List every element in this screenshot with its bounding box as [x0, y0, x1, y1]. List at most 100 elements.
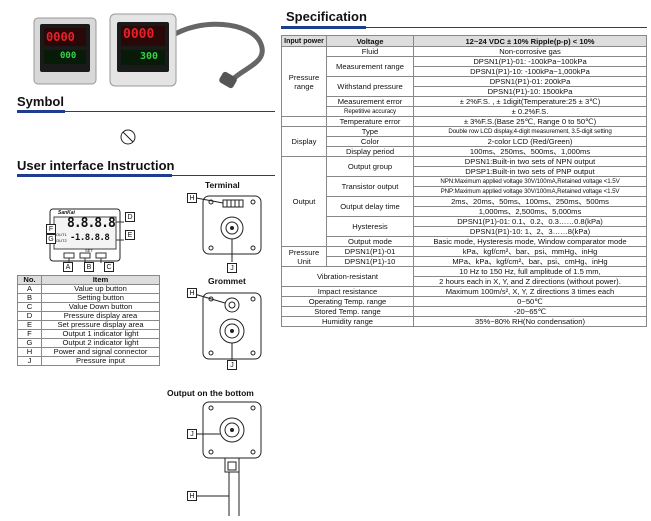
spec-value: Non-corrosive gas — [413, 46, 647, 57]
spec-header-input-power: Input power — [281, 35, 327, 47]
spec-value: DPSN1(P1)-10: 1500kPa — [413, 86, 647, 97]
item-name: Pressure input — [41, 356, 160, 366]
spec-label: Display period — [326, 146, 414, 157]
callout-b: B — [84, 262, 94, 272]
callout-h-grommet: H — [187, 288, 197, 298]
user-interface-heading: User interface Instruction — [17, 158, 175, 173]
callout-h-bottom: H — [187, 491, 197, 501]
table-row: Humidity range 35%~80% RH(No condensatio… — [281, 316, 647, 327]
spec-value: DPSN1:Built-in two sets of NPN output — [413, 156, 647, 167]
callout-f: F — [46, 224, 56, 234]
spec-label: Humidity range — [281, 316, 414, 327]
spec-value: Basic mode, Hysteresis mode, Window comp… — [413, 236, 647, 247]
spec-label: DPSN1(P1)-01 — [326, 246, 414, 257]
specification-heading: Specification — [286, 9, 367, 24]
product-photo — [33, 13, 265, 89]
photo-left-bottom-digits: 000 — [60, 51, 77, 61]
spec-label: Vibration-resistant — [281, 266, 414, 287]
table-row: Repetitive accuracy ± 0.2%F.S. — [282, 106, 647, 117]
grommet-heading: Grommet — [208, 276, 246, 286]
heading-rule — [366, 27, 647, 28]
heading-rule — [65, 111, 275, 112]
spec-label: Temperature error — [326, 116, 414, 127]
table-row: Withstand pressure DPSN1(P1)-01: 200kPa — [282, 76, 647, 97]
spec-value: Maximum 100m/s², X, Y, Z directions 3 ti… — [413, 286, 647, 297]
heading-underline — [17, 110, 65, 113]
output-bottom-heading: Output on the bottom — [167, 388, 254, 398]
photo-right-bottom-digits: 300 — [140, 51, 159, 62]
spec-label: Operating Temp. range — [281, 296, 414, 307]
spec-value: 2ms、20ms、50ms、100ms、250ms、500ms — [413, 196, 647, 207]
table-row: Output delay time 2ms、20ms、50ms、100ms、25… — [282, 196, 647, 217]
spec-value: DPSN1(P1)-01: 200kPa — [413, 76, 647, 87]
callout-j-terminal: J — [227, 263, 237, 273]
heading-underline — [281, 26, 366, 29]
callout-h-terminal: H — [187, 193, 197, 203]
callout-c: C — [104, 262, 114, 272]
photo-right-top-digits: 0000 — [123, 27, 155, 42]
photo-left-top-digits: 0000 — [46, 30, 75, 44]
spec-label: Output delay time — [326, 196, 414, 217]
grommet-diagram — [190, 292, 262, 363]
callout-j-bottom: J — [187, 429, 197, 439]
spec-label: Type — [326, 126, 414, 137]
spec-value: -20~65℃ — [413, 306, 647, 317]
heading-underline — [17, 174, 172, 177]
front-panel-diagram — [49, 208, 124, 263]
spec-group-display: Display — [281, 126, 327, 157]
spec-header-voltage: Voltage — [326, 35, 414, 47]
table-row: DPSN1(P1)-10 MPa、kPa、kgf/cm²、bar、psi、cmH… — [282, 256, 647, 267]
heading-rule — [172, 175, 275, 176]
spec-value: 10 Hz to 150 Hz, full amplitude of 1.5 m… — [413, 266, 647, 277]
spec-value: ± 0.2%F.S. — [413, 106, 647, 117]
table-row: Transistor output NPN:Maximum applied vo… — [282, 176, 647, 197]
out2-label: OUT2 — [56, 238, 67, 243]
spec-value: 0~50℃ — [413, 296, 647, 307]
table-row: Output mode Basic mode, Hysteresis mode,… — [282, 236, 647, 247]
spec-label: Measurement error — [326, 96, 414, 107]
spec-label: Measurement range — [326, 56, 414, 77]
callout-e: E — [125, 230, 135, 240]
spec-value: MPa、kPa、kgf/cm²、bar、psi、cmHg、inHg — [413, 256, 647, 267]
spec-group-pressure-range: Pressure range — [281, 46, 327, 117]
spec-value: DPSP1:Built-in two sets of PNP output — [413, 166, 647, 177]
spec-label: Hysteresis — [326, 216, 414, 237]
spec-value: 35%~80% RH(No condensation) — [413, 316, 647, 327]
table-row: Impact resistance Maximum 100m/s², X, Y,… — [281, 286, 647, 297]
spec-group-output: Output — [281, 156, 327, 247]
spec-label: Output mode — [326, 236, 414, 247]
spec-value: ± 2%F.S. , ± 1digit(Temperature:25 ± 3℃) — [413, 96, 647, 107]
table-row: Temperature error ± 3%F.S.(Base 25℃, Ran… — [281, 116, 647, 127]
table-row: Output Output group DPSN1:Built-in two s… — [281, 156, 647, 247]
bottom-output-diagram — [191, 401, 262, 516]
spec-value: kPa、kgf/cm²、bar、psi、mmHg、inHg — [413, 246, 647, 257]
terminal-heading: Terminal — [205, 180, 240, 190]
main-display-digits: 8.8.8.8 — [67, 216, 116, 231]
table-row: Hysteresis DPSN1(P1)-01: 0.1、0.2、0.3……0.… — [282, 216, 647, 237]
item-no: J — [17, 356, 42, 366]
callout-d: D — [125, 212, 135, 222]
table-row: Operating Temp. range 0~50℃ — [281, 296, 647, 307]
spec-value: PNP:Maximum applied voltage 30V/100mA,Re… — [413, 186, 647, 197]
spec-label: Withstand pressure — [326, 76, 414, 97]
table-row: Measurement range DPSN1(P1)-01: -100kPa~… — [282, 56, 647, 77]
table-row: Pressure range Fluid Non-corrosive gas — [281, 46, 647, 117]
out1-label: OUT1 — [56, 232, 67, 237]
spec-value: ± 3%F.S.(Base 25℃, Range 0 to 50℃) — [413, 116, 647, 127]
table-row: Display Type Double row LCD display,4-di… — [281, 126, 647, 157]
table-row: Stored Temp. range -20~65℃ — [281, 306, 647, 317]
terminal-diagram — [190, 195, 262, 262]
sub-display-digits: -1.8.8.8 — [70, 233, 110, 243]
table-row: Color 2-color LCD (Red/Green) — [282, 136, 647, 147]
spec-header-row: Input power Voltage 12~24 VDC ± 10% Ripp… — [281, 35, 647, 47]
spec-value: NPN:Maximum applied voltage 30V/100mA,Re… — [413, 176, 647, 187]
spec-value: DPSN1(P1)-01: 0.1、0.2、0.3……0.8(kPa) — [413, 216, 647, 227]
brand-logo: SanKai — [58, 210, 75, 216]
spec-label: Stored Temp. range — [281, 306, 414, 317]
spec-value: DPSN1(P1)-10: 1、2、3……8(kPa) — [413, 226, 647, 237]
spec-group-unit: Pressure Unit — [281, 246, 327, 267]
spec-value: 1,000ms、2,500ms、5,000ms — [413, 206, 647, 217]
spec-value: 2 hours each in X, Y, and Z directions (… — [413, 276, 647, 287]
callout-j-grommet: J — [227, 360, 237, 370]
